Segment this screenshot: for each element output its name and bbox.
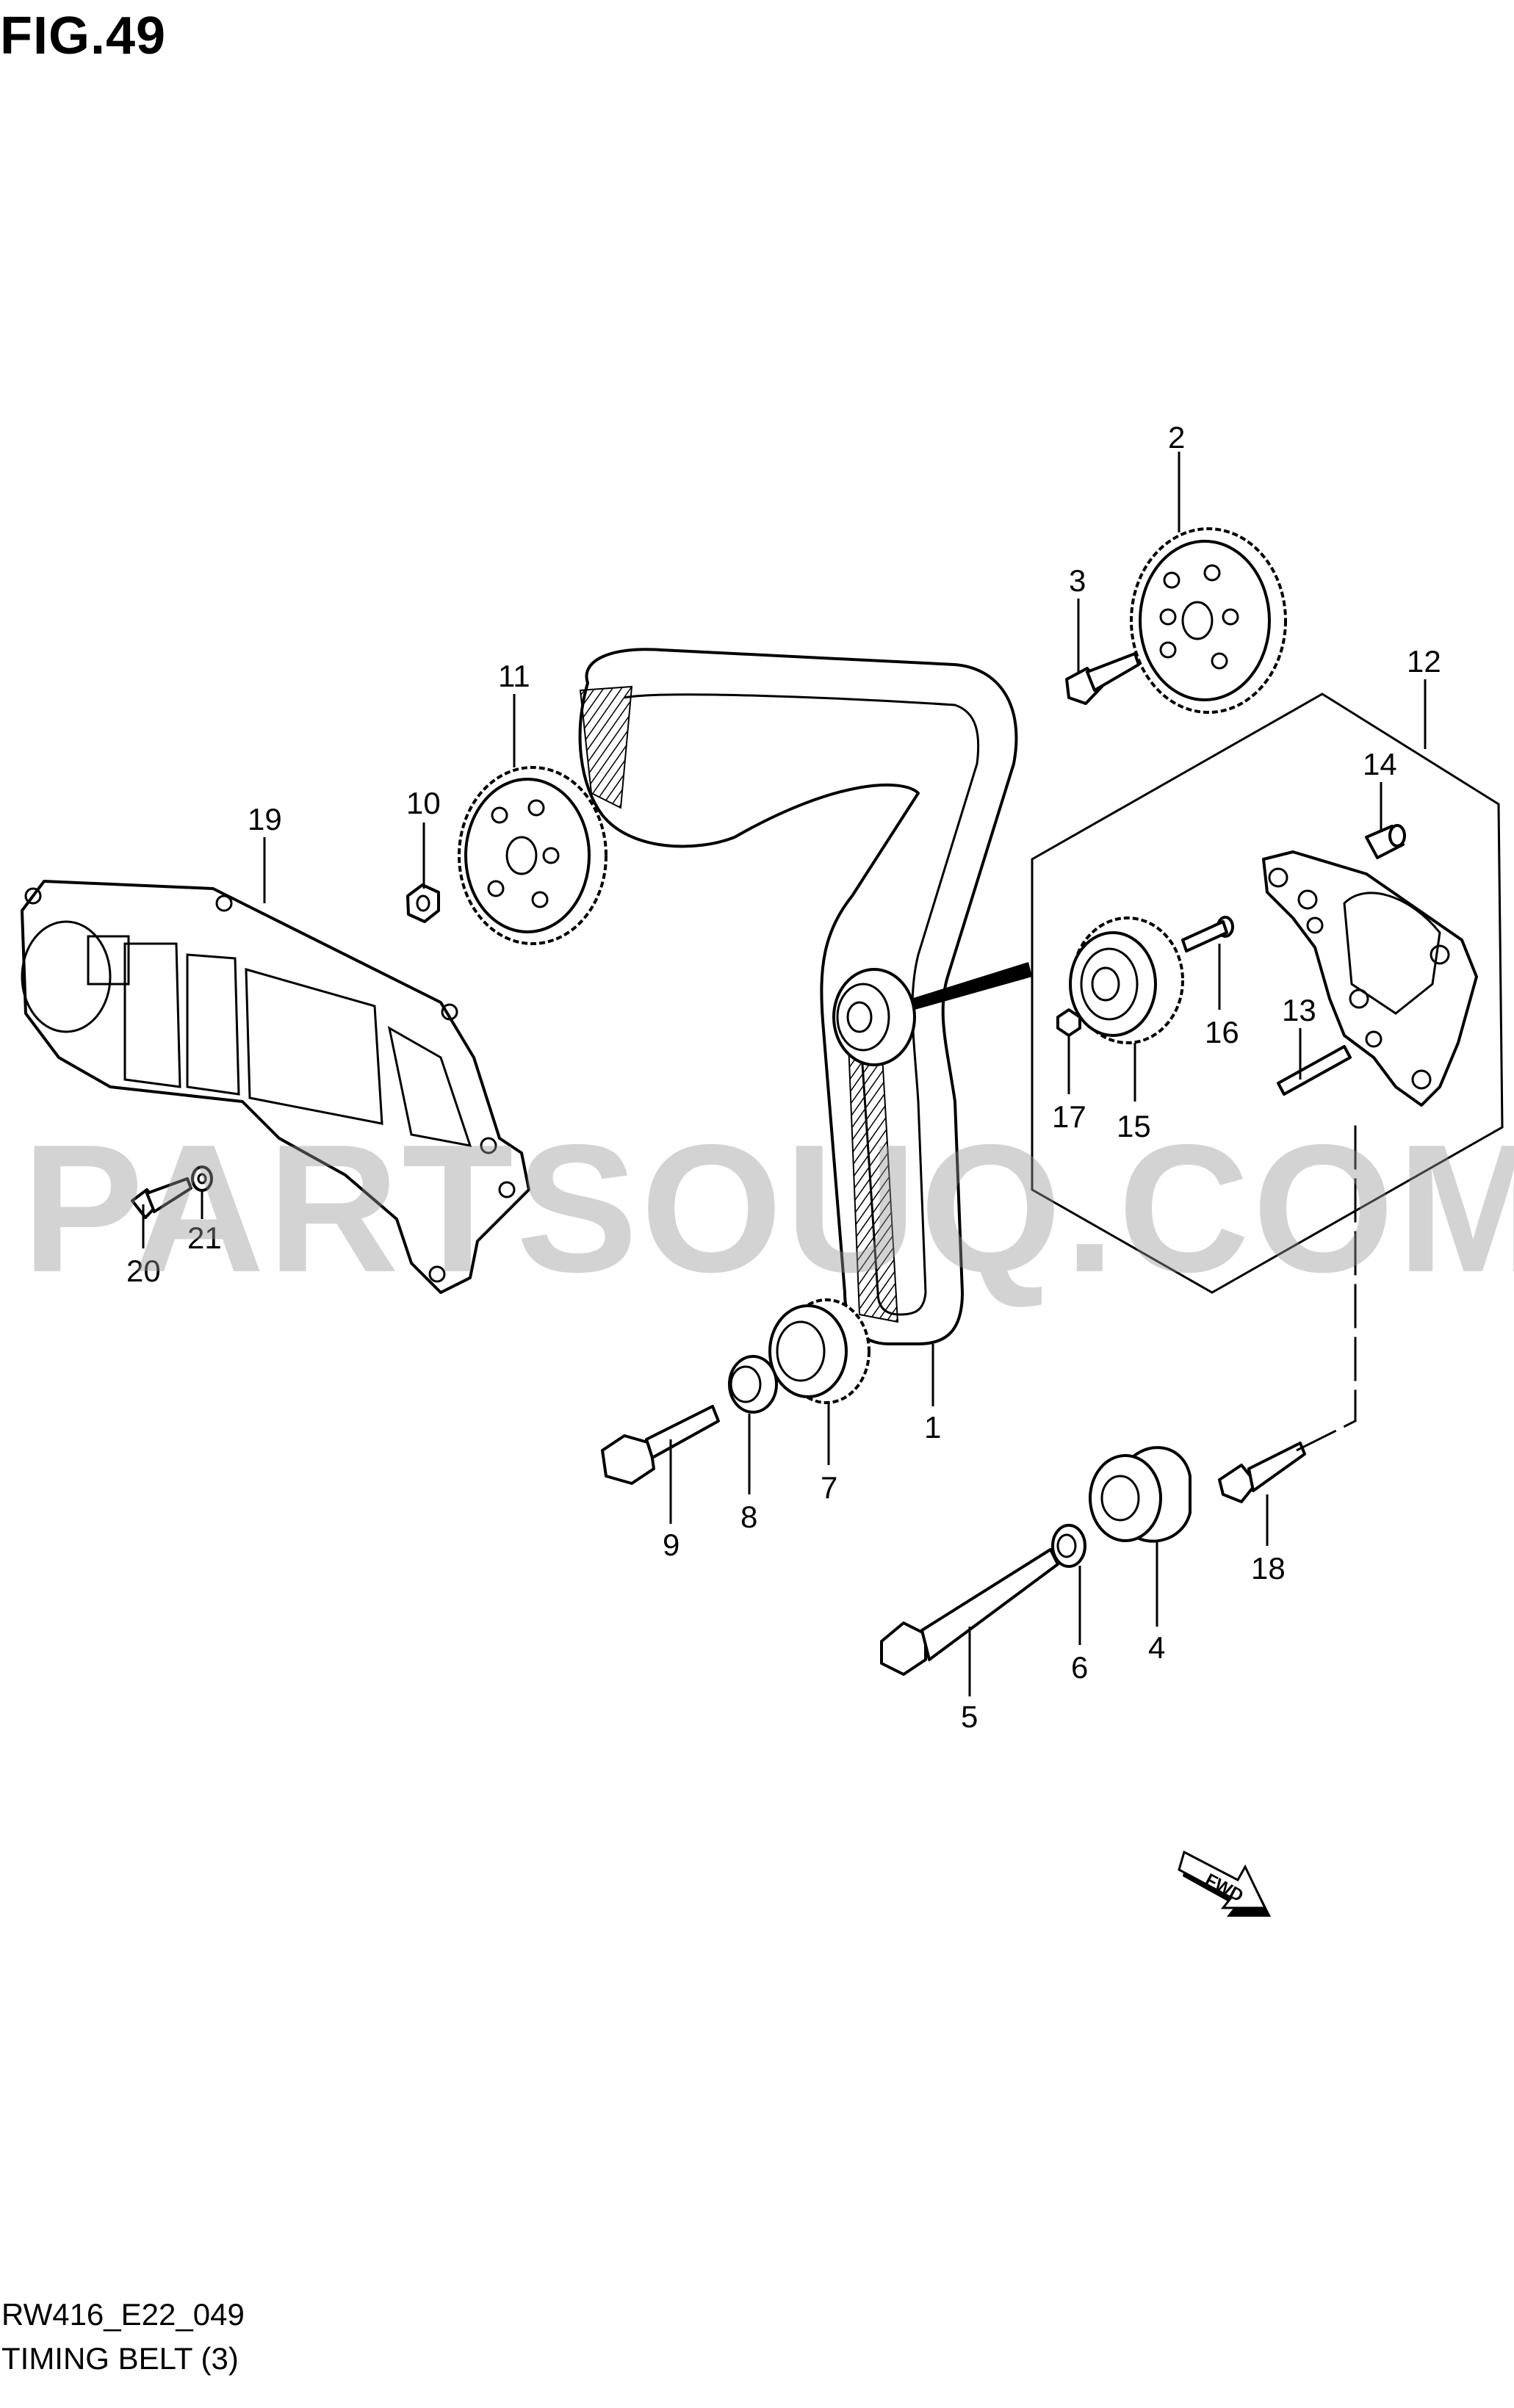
callout-10: 10 [406,786,441,820]
callout-17: 17 [1052,1099,1086,1134]
callout-3: 3 [1069,563,1086,598]
spacer-8 [728,1355,778,1414]
idler-pulley-7 [768,1298,870,1404]
callout-12: 12 [1407,644,1441,679]
callout-16: 16 [1205,1015,1239,1049]
callout-9: 9 [663,1527,680,1562]
washer-6 [1051,1524,1086,1568]
bolt-18 [1218,1442,1306,1503]
stud-13 [1277,1045,1352,1096]
callout-11: 11 [498,659,530,693]
tensioner-pulley-15 [1069,916,1184,1044]
dowel-pin-14 [1365,824,1406,859]
camshaft-sprocket-2 [1130,527,1287,714]
callout-5: 5 [961,1699,978,1734]
callout-19: 19 [248,802,282,836]
callout-4: 4 [1148,1630,1165,1665]
nut-10 [406,883,440,923]
figure-title: FIG.49 [0,7,167,65]
bolt-5 [880,1548,1059,1676]
roller-4 [1089,1446,1192,1543]
callout-21: 21 [187,1221,222,1255]
callout-8: 8 [740,1500,757,1534]
callout-6: 6 [1071,1650,1088,1685]
callout-7: 7 [821,1470,837,1505]
callout-18: 18 [1251,1551,1286,1586]
belt-idler-pulley [832,968,916,1066]
callout-15: 15 [1117,1109,1151,1143]
callout-1: 1 [924,1410,941,1445]
bolt-9 [601,1405,720,1485]
camshaft-sprocket-11 [458,766,608,945]
fwd-arrow: FWD [1178,1850,1271,1917]
diagram-code: RW416_E22_049 [1,2297,245,2332]
tensioner-detail-box [1031,693,1504,1294]
callout-20: 20 [126,1254,161,1288]
callout-13: 13 [1282,993,1316,1027]
diagram-name: TIMING BELT (3) [1,2341,239,2376]
leader-lines [142,452,1427,1696]
callout-14: 14 [1363,747,1397,781]
nut-17 [1056,1008,1081,1037]
timing-belt-cover [21,880,530,1294]
bolt-20 [131,1177,192,1219]
bolt-16 [1181,916,1234,952]
callout-2: 2 [1168,420,1185,455]
washer-21 [191,1165,213,1192]
bolt-3 [1065,652,1140,705]
callout-labels: 2 3 11 10 19 12 14 16 13 17 15 1 7 8 9 4… [126,420,1441,1734]
detail-pointer [911,962,1032,1010]
